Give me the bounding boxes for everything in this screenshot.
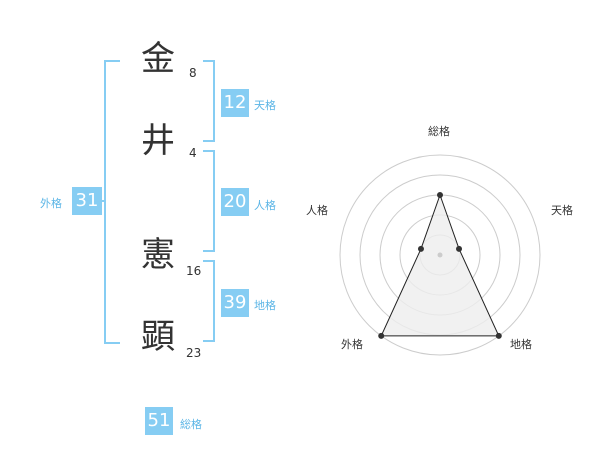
gaikaku-bracket [104, 60, 120, 344]
chikaku-value: 39 [221, 289, 249, 317]
radar-axis-label-3: 地格 [510, 338, 532, 351]
jinkaku-bracket [203, 150, 215, 252]
stroke-count-2: 4 [189, 146, 197, 160]
radar-axis-label-5: 人格 [306, 204, 328, 217]
tenkaku-value: 12 [221, 89, 249, 117]
jinkaku-value: 20 [221, 188, 249, 216]
radar-point-1 [437, 192, 443, 198]
radar-point-5 [417, 245, 424, 252]
name-char-4: 顕 [141, 317, 175, 357]
stroke-count-1: 8 [189, 66, 197, 80]
chikaku-bracket [203, 260, 215, 342]
stroke-count-3: 16 [186, 264, 202, 278]
radar-point-3 [495, 332, 502, 339]
radar-point-4 [378, 332, 385, 339]
name-char-3: 憲 [141, 235, 175, 275]
name-char-2: 井 [141, 121, 175, 161]
tenkaku-label: 天格 [254, 99, 276, 112]
jinkaku-label: 人格 [254, 199, 276, 212]
stroke-count-4: 23 [186, 346, 202, 360]
gaikaku-value: 31 [72, 187, 102, 215]
name-char-1: 金 [141, 39, 175, 79]
radar-ring [339, 154, 541, 356]
gaikaku-label: 外格 [40, 197, 62, 210]
soukaku-label: 総格 [180, 418, 202, 431]
radar-point-2 [456, 245, 463, 252]
tenkaku-bracket [203, 60, 215, 142]
radar-polygon [380, 193, 500, 337]
radar-axis-label-4: 外格 [341, 338, 363, 351]
radar-center-dot [437, 252, 443, 258]
soukaku-value: 51 [145, 407, 173, 435]
radar-axis-label-1: 総格 [428, 125, 450, 138]
chikaku-label: 地格 [254, 299, 276, 312]
radar-axis-label-2: 天格 [551, 204, 573, 217]
radar-points [378, 192, 502, 339]
